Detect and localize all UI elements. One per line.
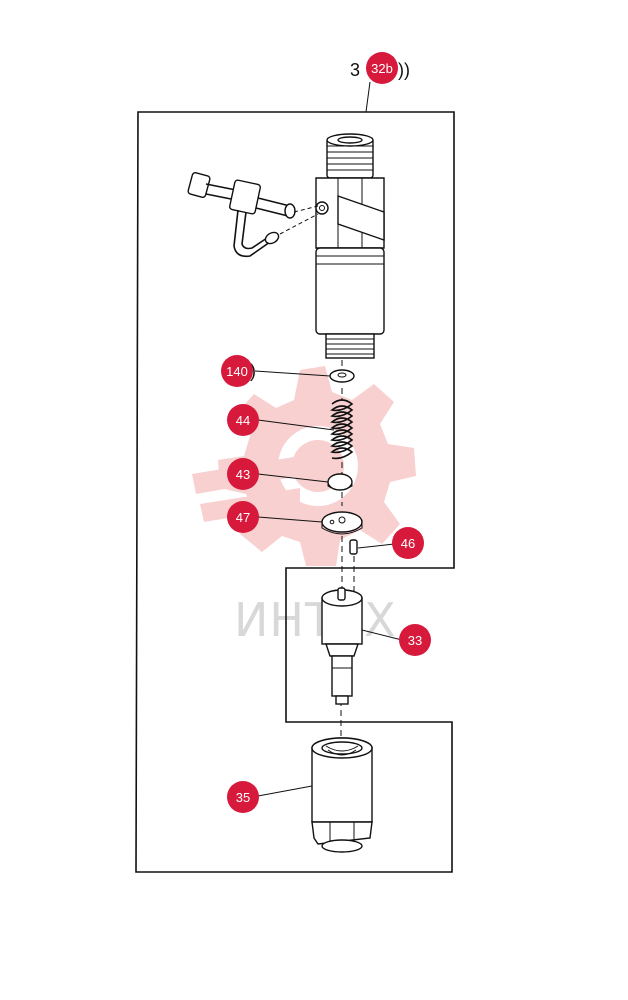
spacer-47 bbox=[321, 511, 363, 535]
callout-47[interactable]: 47 bbox=[227, 501, 259, 533]
callout-35-label: 35 bbox=[236, 790, 250, 805]
callout-43[interactable]: 43 bbox=[227, 458, 259, 490]
nut-35 bbox=[311, 737, 373, 853]
callout-44-label: 44 bbox=[236, 413, 250, 428]
header-label-suffix: )) bbox=[398, 60, 410, 80]
callout-32b-label: 32b bbox=[371, 61, 393, 76]
callout-46-label: 46 bbox=[401, 536, 415, 551]
callout-35[interactable]: 35 bbox=[227, 781, 259, 813]
callout-47-label: 47 bbox=[236, 510, 250, 525]
callout-33-label: 33 bbox=[408, 633, 422, 648]
nozzle-33 bbox=[321, 587, 363, 705]
watermark-gear-icon bbox=[192, 366, 416, 566]
injector-body bbox=[315, 133, 385, 359]
callout-43-label: 43 bbox=[236, 467, 250, 482]
leader-lines bbox=[254, 370, 403, 797]
watermark-text: ИНТЕХ bbox=[234, 593, 397, 647]
assembly-outline bbox=[135, 111, 455, 873]
washer-140 bbox=[329, 369, 355, 383]
callout-33[interactable]: 33 bbox=[399, 624, 431, 656]
callout-44[interactable]: 44 bbox=[227, 404, 259, 436]
watermark: ИНТЕХ bbox=[192, 366, 416, 647]
callout-46[interactable]: 46 bbox=[392, 527, 424, 559]
shim-43 bbox=[327, 473, 353, 491]
header-label: 3 )) bbox=[350, 60, 410, 80]
header-label-prefix: 3 bbox=[350, 60, 360, 80]
spring-44 bbox=[330, 399, 354, 460]
header-leader bbox=[365, 81, 371, 113]
pin-46 bbox=[349, 539, 358, 555]
callout-140[interactable]: ) 140 bbox=[221, 355, 256, 387]
leak-off-pipe bbox=[187, 172, 319, 258]
callout-140-label: 140 bbox=[226, 364, 248, 379]
callout-32b[interactable]: 32b bbox=[366, 52, 398, 84]
